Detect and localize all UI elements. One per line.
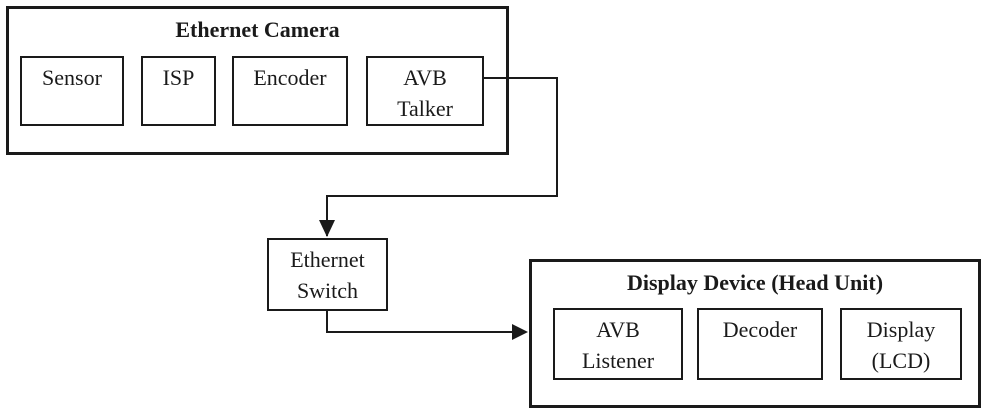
switch-to-display-arrowhead xyxy=(512,324,528,340)
talker-to-switch-arrow xyxy=(326,77,558,236)
ethernet-switch-label: Ethernet Switch xyxy=(290,247,365,303)
switch-to-display-arrow xyxy=(326,311,512,333)
display-lcd-label: Display (LCD) xyxy=(866,317,936,373)
encoder-label: Encoder xyxy=(253,65,327,90)
isp-block: ISP xyxy=(141,56,216,126)
ethernet-camera-title: Ethernet Camera xyxy=(175,17,340,42)
avb-listener-block: AVB Listener xyxy=(553,308,683,380)
talker-to-switch-arrowhead xyxy=(319,220,335,237)
display-lcd-block: Display (LCD) xyxy=(840,308,962,380)
decoder-label: Decoder xyxy=(722,317,798,342)
sensor-block: Sensor xyxy=(20,56,124,126)
sensor-label: Sensor xyxy=(42,65,102,90)
encoder-block: Encoder xyxy=(232,56,348,126)
avb-talker-label: AVB Talker xyxy=(397,65,453,121)
avb-listener-label: AVB Listener xyxy=(581,317,655,373)
isp-label: ISP xyxy=(162,65,195,90)
decoder-block: Decoder xyxy=(697,308,823,380)
display-device-title: Display Device (Head Unit) xyxy=(626,270,884,295)
ethernet-switch-block: Ethernet Switch xyxy=(267,238,388,311)
avb-talker-block: AVB Talker xyxy=(366,56,484,126)
